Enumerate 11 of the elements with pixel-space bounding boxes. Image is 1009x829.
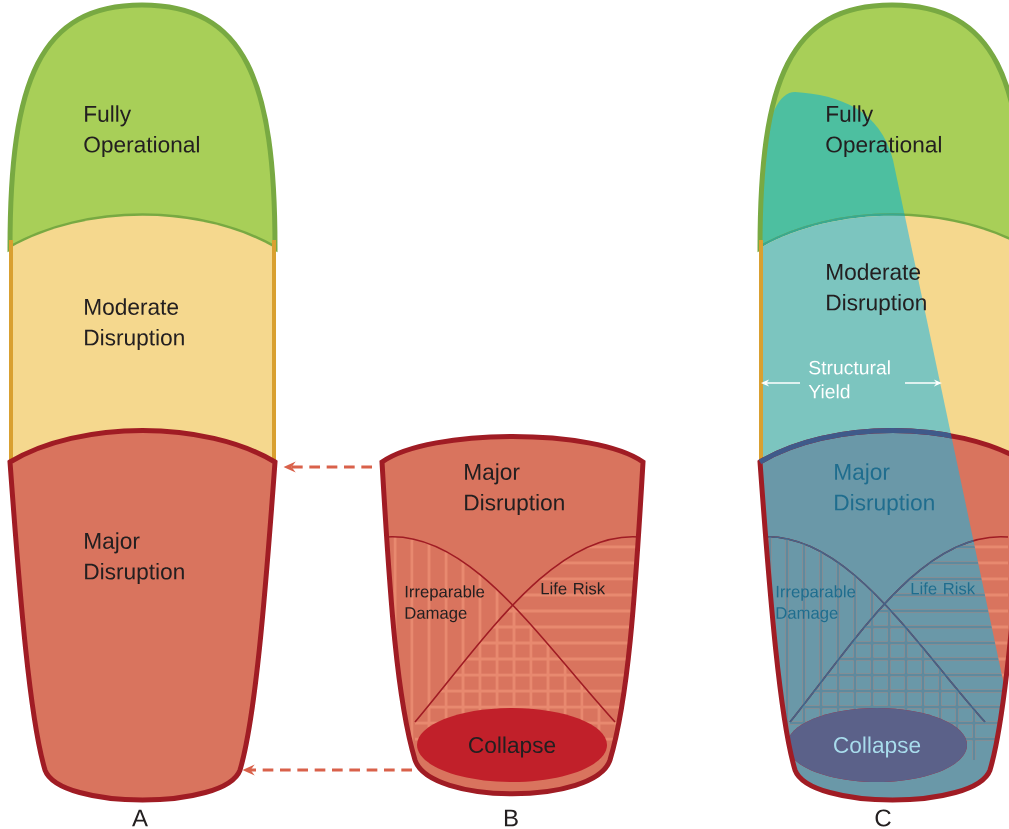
panel-letter: B: [504, 809, 518, 827]
ellipse-region: Collapse: [417, 708, 607, 782]
region-label: Irreparable Damage: [776, 585, 856, 623]
region-label: Life Risk: [911, 582, 976, 595]
region-label: Irreparable Damage: [405, 585, 485, 623]
structural-yield-label: Structural Yield: [808, 360, 890, 399]
region-label: Life Risk: [541, 582, 606, 595]
ellipse-region: Collapse: [787, 708, 967, 782]
panel-letter: C: [875, 809, 891, 827]
tapered-body: Major Disruption: [7, 428, 278, 803]
rounded-cap: Fully Operational: [7, 2, 278, 251]
